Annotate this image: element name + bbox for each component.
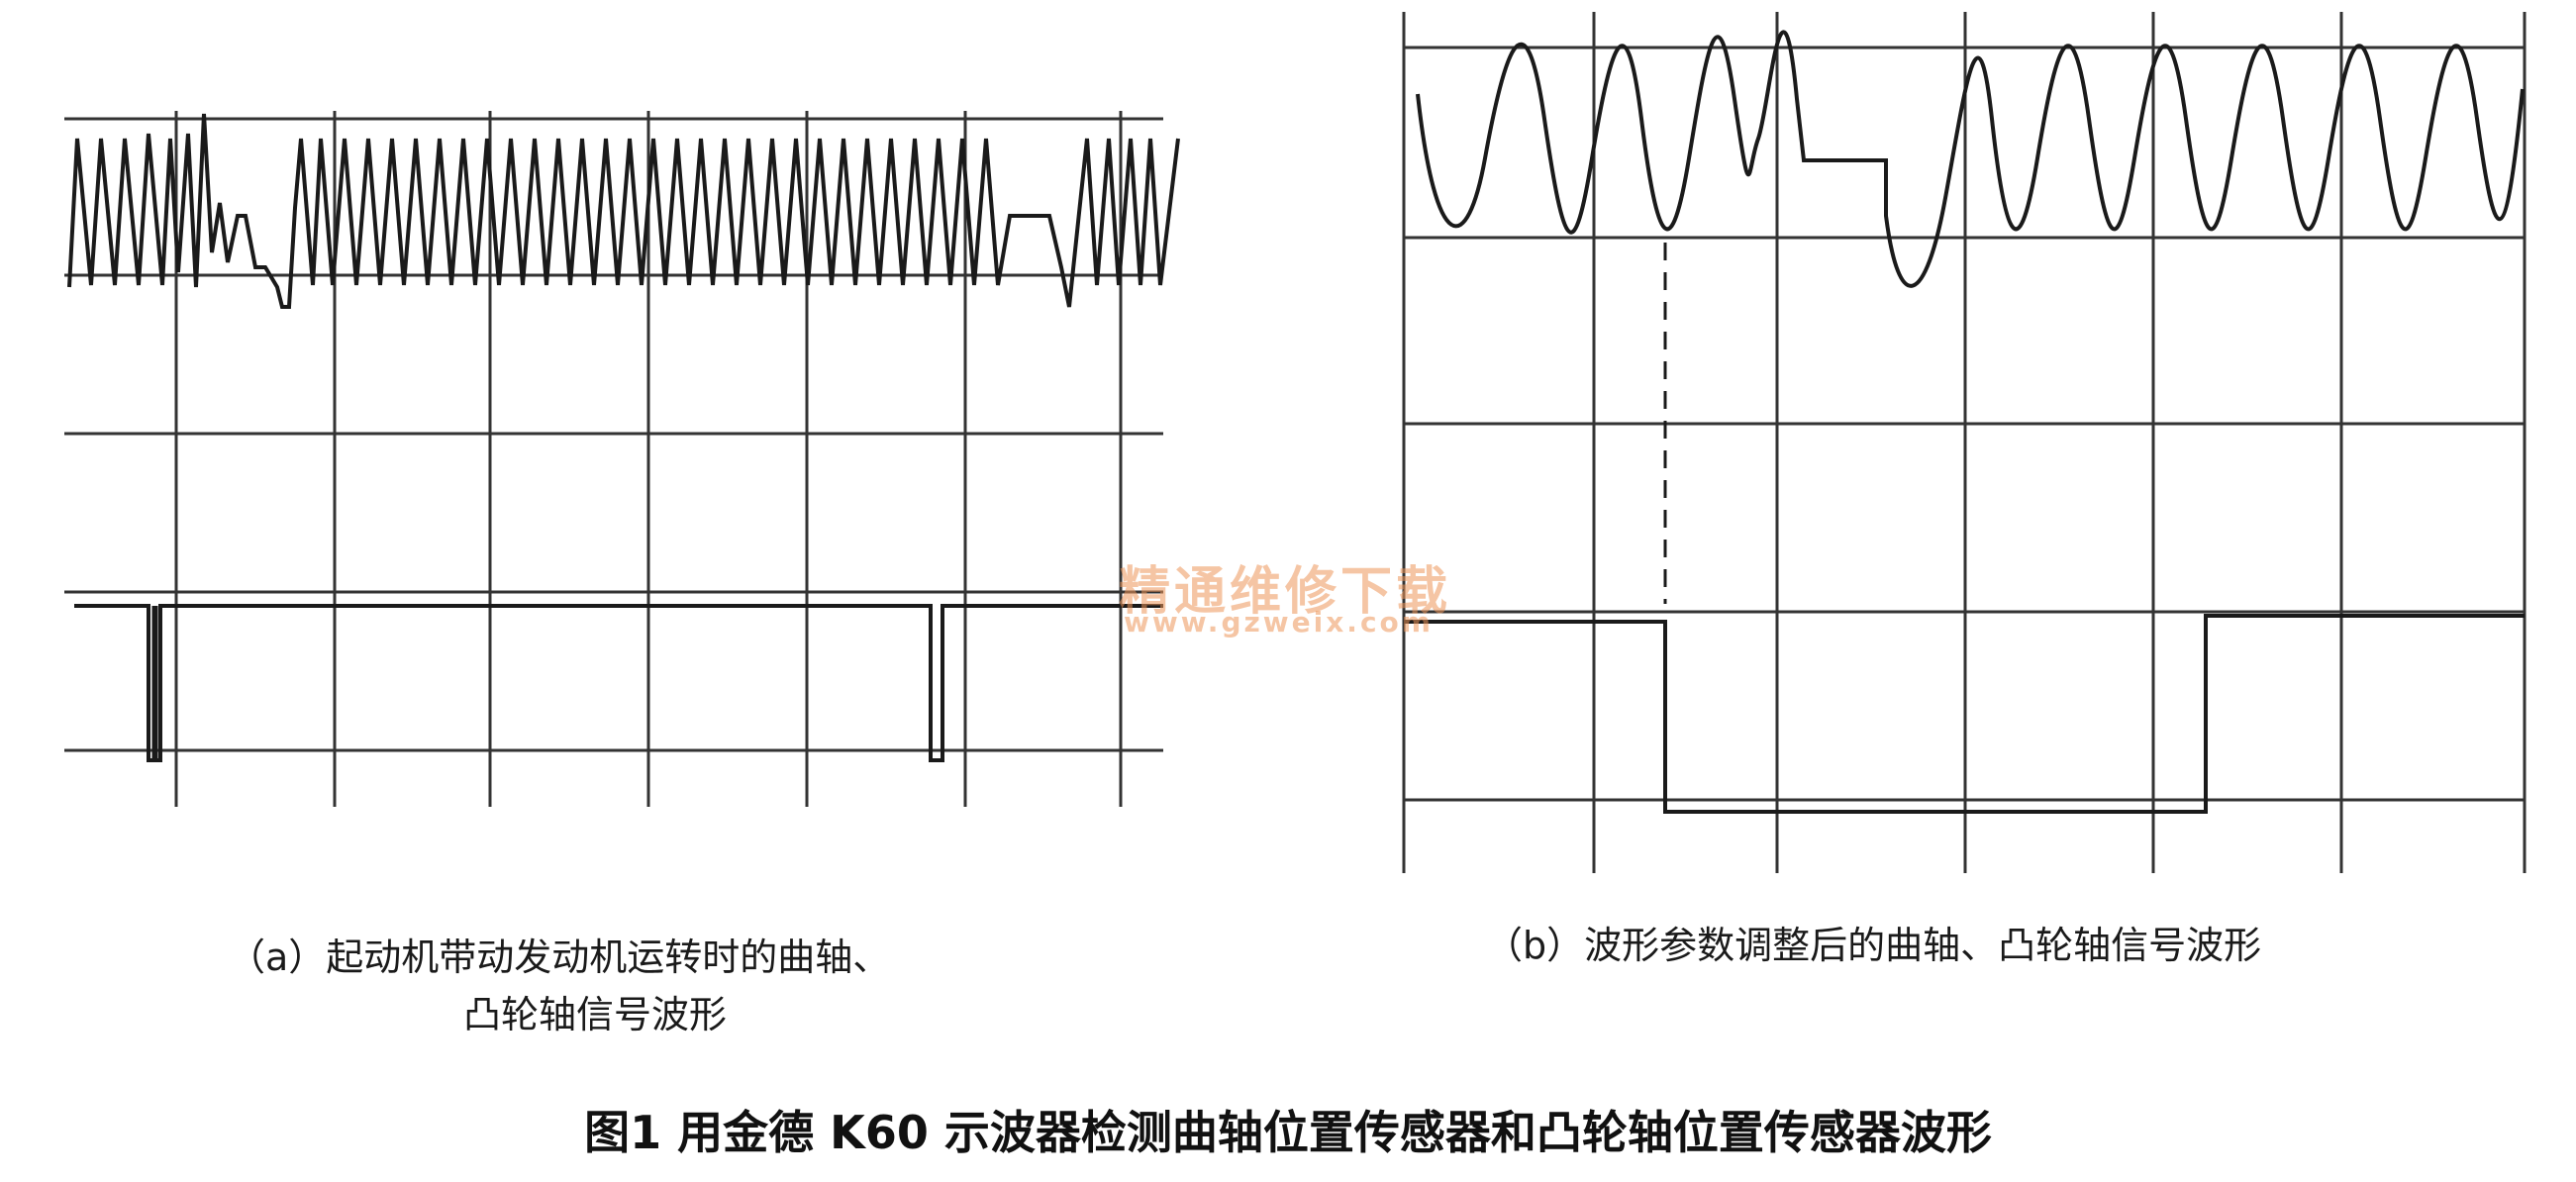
- panel-b-caption: （b）波形参数调整后的曲轴、凸轮轴信号波形: [1485, 924, 2262, 967]
- watermark-url: www.gzweix.com: [1124, 606, 1434, 639]
- panel-a-cam-trace: [74, 604, 1163, 762]
- panel-b-cam-trace: [1404, 614, 2525, 814]
- panel-a-caption: （a）起动机带动发动机运转时的曲轴、 凸轮轴信号波形: [228, 929, 890, 1043]
- panel-a-caption-line2: 凸轮轴信号波形: [463, 993, 728, 1036]
- panel-a-crank-trace: [67, 113, 1180, 309]
- panel-a-cam-trace-inner: [151, 606, 158, 759]
- panel-a-caption-line1: （a）起动机带动发动机运转时的曲轴、: [228, 936, 891, 979]
- panel-b-grid: [1402, 12, 2526, 873]
- panel-b-crank-trace: [1416, 30, 2525, 288]
- figure-title: 图1 用金德 K60 示波器检测曲轴位置传感器和凸轮轴位置传感器波形: [584, 1106, 1992, 1159]
- watermark-text: 精通维修下载: [1119, 562, 1452, 622]
